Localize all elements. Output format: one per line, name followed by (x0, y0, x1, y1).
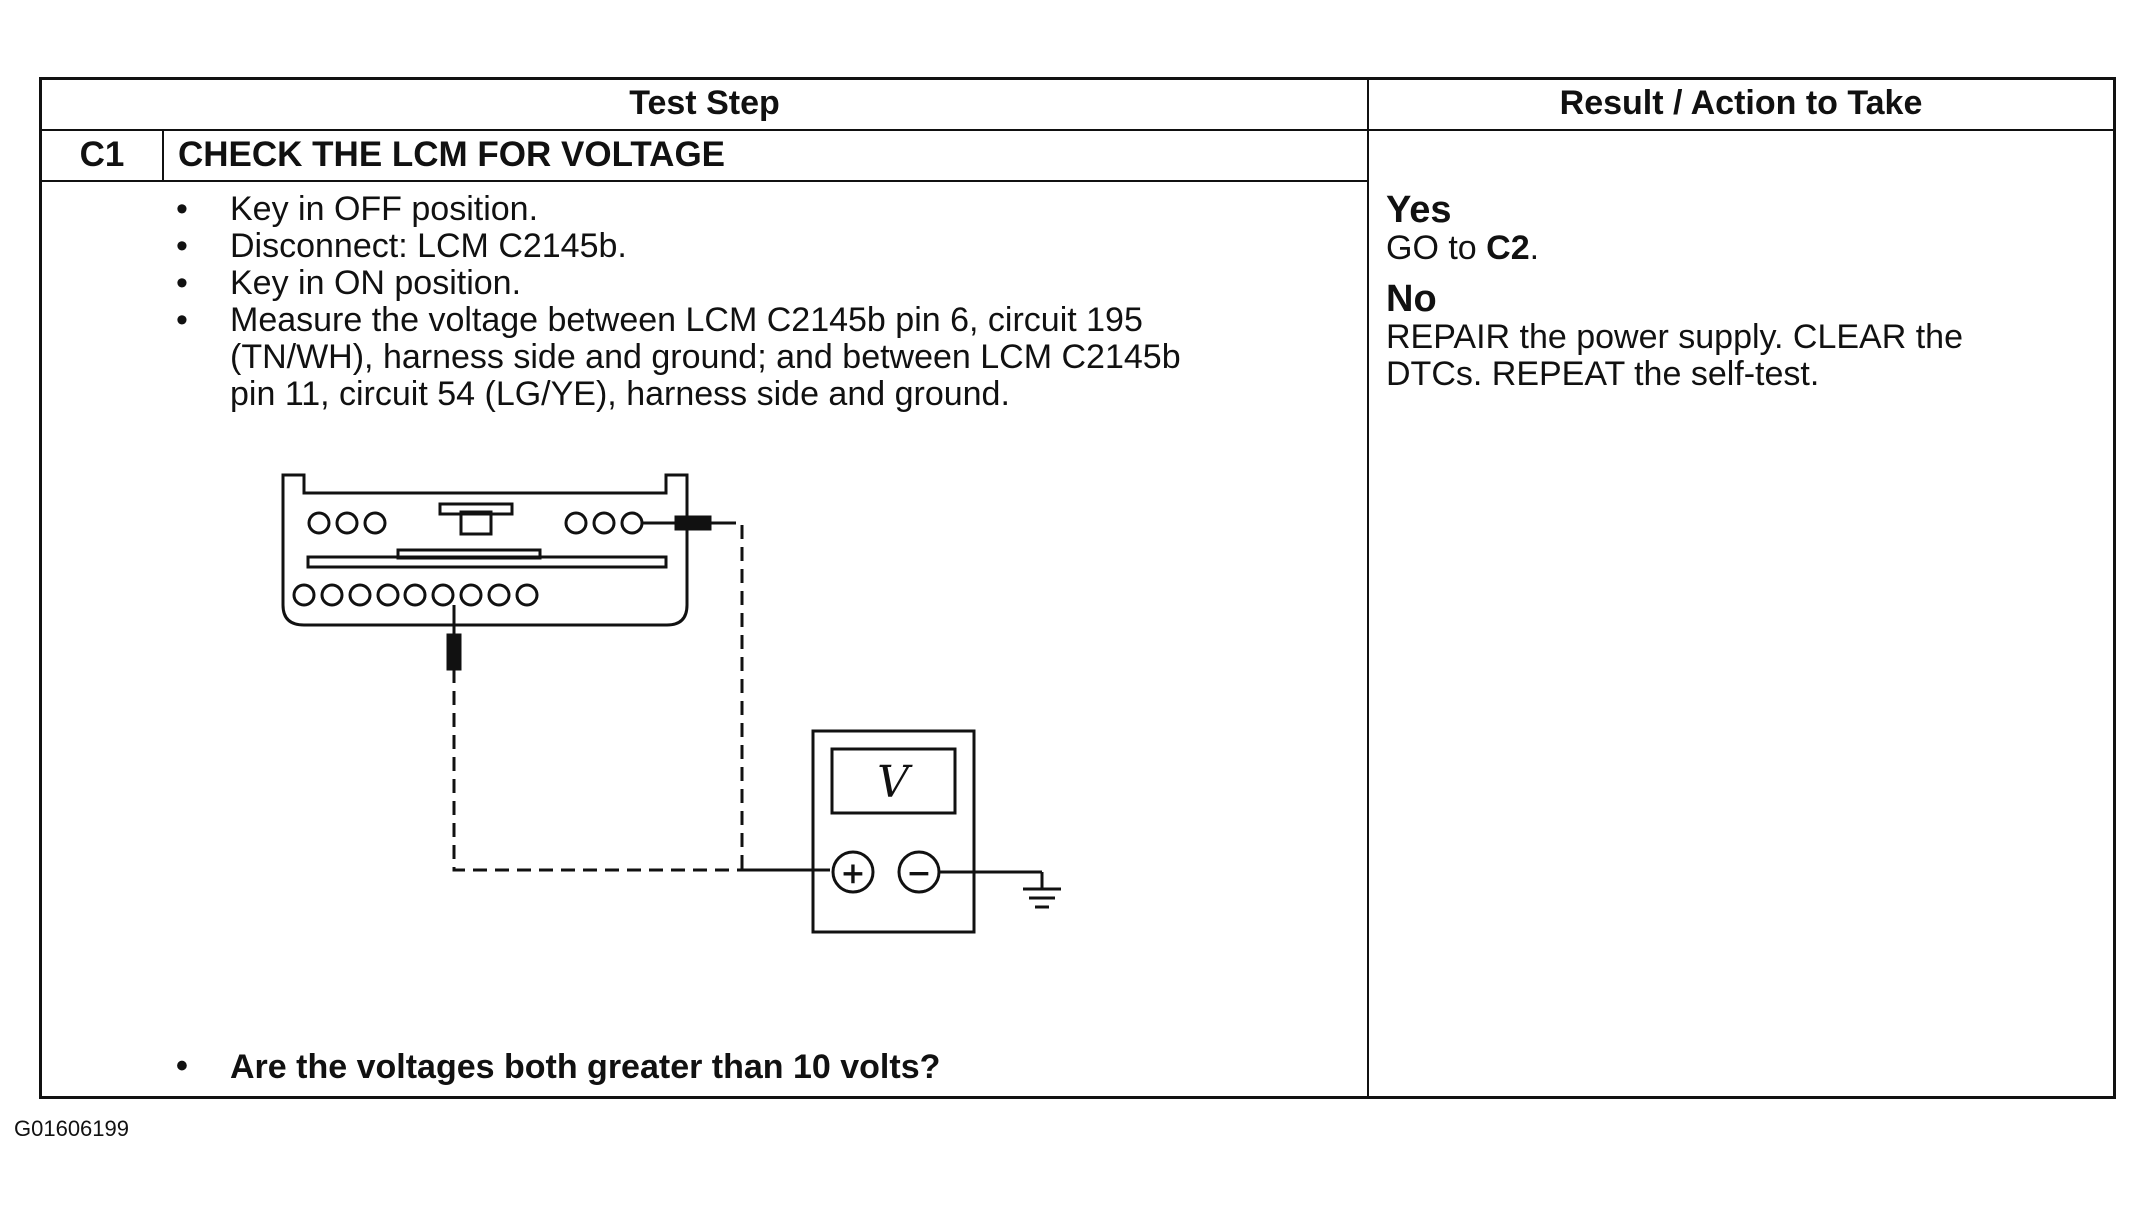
figure-id: G01606199 (14, 1116, 129, 1141)
question-text: Are the voltages both greater than 10 vo… (230, 1048, 941, 1086)
bullet-dot: • (176, 264, 188, 302)
header-test-step: Test Step (629, 84, 780, 122)
lcm-connector (281, 473, 689, 627)
pin-top-3 (363, 511, 387, 535)
step-title: CHECK THE LCM FOR VOLTAGE (178, 135, 726, 174)
pin-top-1 (307, 511, 331, 535)
step-bullet-3: • Key in ON position. (176, 264, 522, 302)
lead-bottom (452, 669, 742, 872)
pin-top-4 (564, 511, 588, 535)
pin-bottom-4 (376, 583, 400, 607)
connector-pins (292, 511, 644, 607)
bullet-dot: • (176, 301, 188, 339)
result-yes-text: GO to C2. (1386, 230, 1539, 267)
test-leads (452, 521, 744, 872)
lead-right (722, 521, 744, 870)
probe-bottom (446, 605, 462, 671)
connector-latch (459, 510, 493, 536)
plus-symbol: + (840, 856, 865, 891)
bullet-dot: • (176, 190, 188, 228)
yes-text-prefix: GO to (1386, 229, 1487, 267)
pin-bottom-6 (431, 583, 455, 607)
bullet-dot: • (176, 227, 188, 265)
voltage-test-diagram: V + − (281, 473, 1061, 934)
step-text: Key in ON position. (230, 264, 522, 302)
step-4-continued-2: pin 11, circuit 54 (LG/YE), harness side… (230, 375, 1010, 413)
column-divider (1367, 80, 1369, 1096)
step-id: C1 (79, 135, 125, 174)
pin-top-5 (592, 511, 616, 535)
pin-bottom-5 (403, 583, 427, 607)
step-title-divider (42, 180, 1369, 182)
header-result-action: Result / Action to Take (1559, 84, 1923, 122)
pin-top-6 (620, 511, 644, 535)
pin-bottom-8 (487, 583, 511, 607)
yes-text-suffix: . (1529, 229, 1540, 267)
step-id-divider (162, 130, 164, 182)
pin-bottom-7 (459, 583, 483, 607)
step-bullet-2: • Disconnect: LCM C2145b. (176, 227, 627, 265)
pin-bottom-1 (292, 583, 316, 607)
minus-symbol: − (906, 856, 931, 891)
pin-bottom-9 (515, 583, 539, 607)
probe-right (642, 515, 722, 531)
step-text: Disconnect: LCM C2145b. (230, 227, 627, 265)
yes-target-step: C2 (1486, 229, 1530, 267)
step-text: Measure the voltage between LCM C2145b p… (230, 301, 1143, 339)
connector-body (281, 473, 689, 627)
step-bullet-4: • Measure the voltage between LCM C2145b… (176, 301, 1143, 339)
connector-pin-strip (306, 555, 668, 569)
question-bullet: • Are the voltages both greater than 10 … (176, 1047, 941, 1087)
pin-bottom-2 (320, 583, 344, 607)
connector-latch-cap (438, 502, 514, 516)
step-4-continued-1: (TN/WH), harness side and ground; and be… (230, 338, 1181, 376)
voltmeter-plus-terminal (831, 850, 875, 894)
header-divider (42, 129, 2113, 131)
step-text: Key in OFF position. (230, 190, 539, 228)
step-bullet-1: • Key in OFF position. (176, 190, 539, 228)
pin-bottom-3 (348, 583, 372, 607)
result-yes-label: Yes (1386, 189, 1452, 231)
test-step-table: Test Step Result / Action to Take C1 CHE… (39, 77, 2116, 1099)
voltmeter-display (830, 747, 957, 815)
result-no-text-1: REPAIR the power supply. CLEAR the (1386, 318, 1964, 356)
result-no-label: No (1386, 278, 1437, 320)
bullet-dot: • (176, 1047, 188, 1085)
result-no-text-2: DTCs. REPEAT the self-test. (1386, 355, 1820, 393)
voltmeter-symbol: V (877, 757, 913, 808)
pin-top-2 (335, 511, 359, 535)
voltmeter-body (811, 729, 976, 934)
ground-icon (939, 870, 1061, 909)
